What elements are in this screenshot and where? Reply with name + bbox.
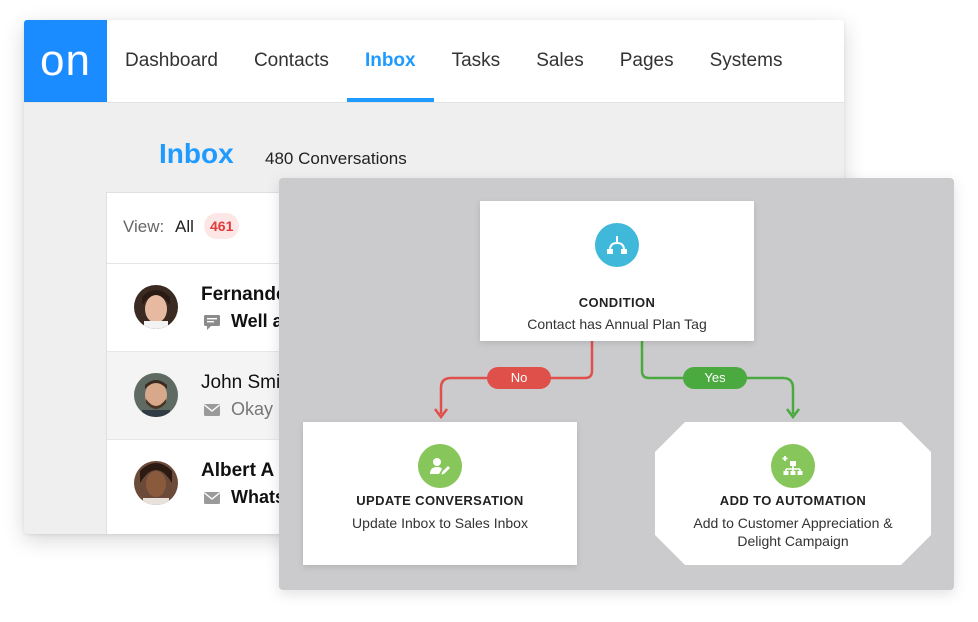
main-nav: Dashboard Contacts Inbox Tasks Sales Pag… bbox=[107, 20, 800, 102]
page-title: Inbox bbox=[159, 138, 234, 169]
condition-step[interactable]: CONDITION Contact has Annual Plan Tag bbox=[480, 201, 754, 341]
sitemap-plus-icon bbox=[771, 444, 815, 488]
branch-icon bbox=[595, 223, 639, 267]
avatar bbox=[134, 461, 178, 505]
user-edit-icon bbox=[418, 444, 462, 488]
contact-name: John Smi bbox=[201, 372, 281, 393]
message-preview: Whats bbox=[231, 487, 285, 507]
nav-tab-tasks[interactable]: Tasks bbox=[451, 50, 501, 71]
top-navigation-bar: on Dashboard Contacts Inbox Tasks Sales … bbox=[24, 20, 844, 103]
conversation-count: 480 Conversations bbox=[265, 149, 407, 168]
message-preview: Well a bbox=[231, 311, 283, 331]
condition-title: CONDITION bbox=[578, 295, 656, 310]
nav-tab-contacts[interactable]: Contacts bbox=[253, 50, 329, 71]
mail-icon bbox=[204, 404, 220, 416]
branch-yes-label[interactable]: Yes bbox=[683, 367, 747, 389]
app-logo[interactable]: on bbox=[24, 20, 107, 102]
nav-tab-sales[interactable]: Sales bbox=[536, 50, 584, 71]
avatar bbox=[134, 373, 178, 417]
automation-workflow-panel: No Yes CONDITION Contact has Annual Plan… bbox=[279, 178, 954, 590]
nav-tab-pages[interactable]: Pages bbox=[619, 50, 674, 71]
chat-icon bbox=[204, 315, 220, 330]
contact-name: Fernande bbox=[201, 284, 287, 305]
condition-description: Contact has Annual Plan Tag bbox=[527, 316, 707, 332]
add-to-automation-step[interactable]: ADD TO AUTOMATION Add to Customer Apprec… bbox=[655, 422, 931, 565]
nav-tab-systems[interactable]: Systems bbox=[709, 50, 783, 71]
update-conversation-title: UPDATE CONVERSATION bbox=[356, 493, 524, 508]
view-filter-label: View: bbox=[123, 217, 165, 236]
nav-tab-inbox[interactable]: Inbox bbox=[346, 20, 434, 102]
avatar bbox=[134, 285, 178, 329]
view-filter-selector[interactable]: All bbox=[175, 217, 194, 236]
message-preview: Okay I bbox=[231, 399, 284, 419]
nav-tab-dashboard[interactable]: Dashboard bbox=[125, 50, 218, 71]
add-to-automation-title: ADD TO AUTOMATION bbox=[719, 493, 867, 508]
branch-no-label[interactable]: No bbox=[487, 367, 551, 389]
mail-icon bbox=[204, 492, 220, 504]
update-conversation-description: Update Inbox to Sales Inbox bbox=[352, 515, 528, 531]
unread-count-badge: 461 bbox=[204, 213, 240, 239]
update-conversation-step[interactable]: UPDATE CONVERSATION Update Inbox to Sale… bbox=[303, 422, 577, 565]
contact-name: Albert A bbox=[201, 460, 275, 481]
add-to-automation-description: Add to Customer Appreciation & Delight C… bbox=[693, 515, 893, 549]
